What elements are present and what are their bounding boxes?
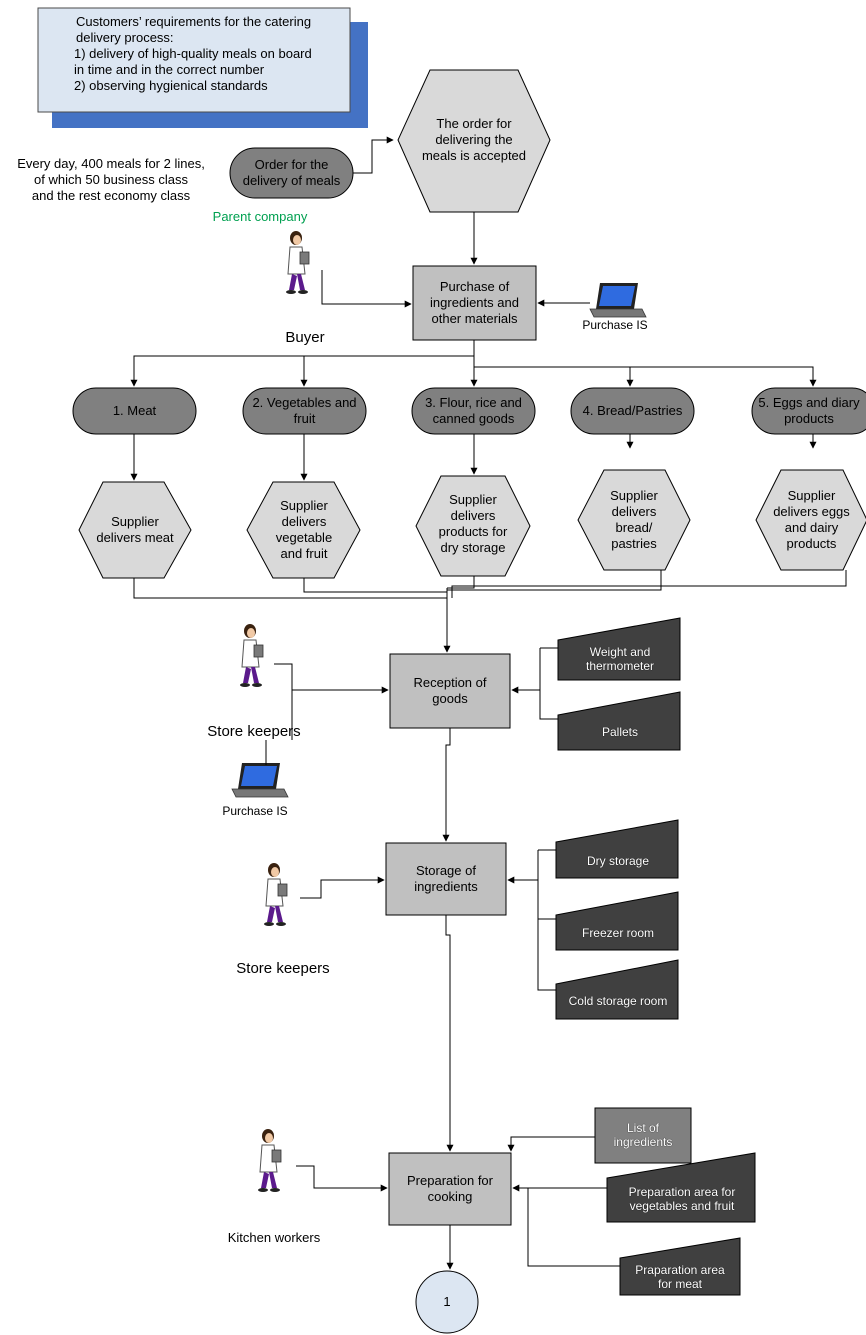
purchase-is-2-label: Purchase IS bbox=[222, 804, 288, 818]
purchase-label: Purchase of ingredients and other materi… bbox=[430, 279, 519, 326]
storage-box bbox=[385, 842, 507, 916]
storekeeper2-person-icon bbox=[263, 862, 288, 927]
cold-storage-resource bbox=[555, 959, 679, 1020]
requirements-item-1: 1) delivery of high-quality meals on boa… bbox=[74, 46, 312, 77]
category-bread-label: 4. Bread/Pastries bbox=[582, 403, 683, 418]
pallets-label: Pallets bbox=[601, 725, 639, 739]
supplier-bread-hexagon bbox=[577, 469, 691, 571]
buyer-person-icon bbox=[285, 230, 310, 295]
freezer-resource bbox=[555, 891, 679, 951]
order-delivery-label: Order for the delivery of meals bbox=[242, 157, 341, 188]
kitchen-worker-person-icon bbox=[257, 1128, 282, 1193]
purchase-is-2-laptop-icon bbox=[231, 762, 289, 798]
storage-label: Storage of ingredients bbox=[414, 863, 478, 894]
category-meat-label: 1. Meat bbox=[112, 403, 157, 418]
weight-resource bbox=[557, 617, 681, 681]
prep-box bbox=[388, 1152, 512, 1226]
storekeeper1-person-icon bbox=[239, 623, 264, 688]
dry-storage-label: Dry storage bbox=[586, 854, 650, 868]
prep-meat-resource bbox=[619, 1237, 741, 1296]
purchase-box bbox=[412, 265, 537, 341]
buyer-label: Buyer bbox=[285, 329, 325, 346]
cold-storage-label: Cold storage room bbox=[568, 994, 668, 1008]
supplier-dry-label: Supplier delivers products for dry stora… bbox=[438, 492, 508, 555]
prep-meat-label: Praparation area for meat bbox=[635, 1263, 725, 1291]
freezer-label: Freezer room bbox=[581, 926, 655, 940]
requirements-item-2: 2) observing hygienical standards bbox=[74, 78, 268, 93]
kitchen-workers-label: Kitchen workers bbox=[227, 1230, 321, 1245]
store-keepers-1-label: Store keepers bbox=[207, 723, 301, 740]
category-bread bbox=[570, 387, 695, 435]
store-keepers-2-label: Store keepers bbox=[236, 960, 330, 977]
supplier-meat-hexagon bbox=[78, 481, 192, 579]
order-accepted-label: The order for delivering the meals is ac… bbox=[421, 116, 527, 163]
supplier-bread-label: Supplier delivers bread/ pastries bbox=[610, 488, 658, 551]
supplier-veg-hexagon bbox=[246, 481, 361, 579]
supplier-veg-label: Supplier delivers vegetable and fruit bbox=[275, 498, 333, 561]
order-accepted-hexagon bbox=[397, 69, 551, 213]
parent-company-label: Parent company bbox=[212, 209, 308, 224]
category-vegetables-label: 2. Vegetables and fruit bbox=[252, 395, 357, 426]
category-flour-label: 3. Flour, rice and canned goods bbox=[425, 395, 522, 426]
dry-storage-resource bbox=[555, 819, 679, 879]
requirements-text: Customers’ requirements for the catering… bbox=[38, 6, 350, 112]
connector-circle bbox=[415, 1270, 479, 1334]
category-eggs-label: 5. Eggs and diary products bbox=[758, 395, 860, 426]
connector-lines bbox=[130, 136, 847, 1270]
supplier-meat-label: Supplier delivers meat bbox=[96, 514, 174, 545]
reception-box bbox=[389, 653, 511, 729]
note-meals: Every day, 400 meals for 2 lines, of whi… bbox=[17, 156, 205, 203]
requirements-title: Customers’ requirements for the catering… bbox=[76, 14, 312, 45]
prep-veg-label: Preparation area for vegetables and frui… bbox=[628, 1185, 736, 1213]
list-ingredients-resource bbox=[594, 1107, 692, 1164]
supplier-eggs-hexagon bbox=[755, 469, 866, 571]
purchase-is-label: Purchase IS bbox=[582, 318, 648, 332]
reception-label: Reception of goods bbox=[413, 675, 487, 706]
purchase-is-laptop-icon bbox=[589, 282, 647, 318]
connector-label: 1 bbox=[443, 1294, 451, 1309]
supplier-eggs-label: Supplier delivers eggs and dairy product… bbox=[773, 488, 850, 551]
list-ingredients-label: List of ingredients bbox=[613, 1121, 673, 1149]
prep-veg-resource bbox=[606, 1152, 756, 1223]
requirements-note bbox=[37, 7, 351, 113]
prep-cooking-label: Preparation for cooking bbox=[407, 1173, 493, 1204]
supplier-dry-hexagon bbox=[415, 475, 531, 577]
pallets-resource bbox=[557, 691, 681, 751]
weight-label: Weight and thermometer bbox=[585, 645, 655, 673]
